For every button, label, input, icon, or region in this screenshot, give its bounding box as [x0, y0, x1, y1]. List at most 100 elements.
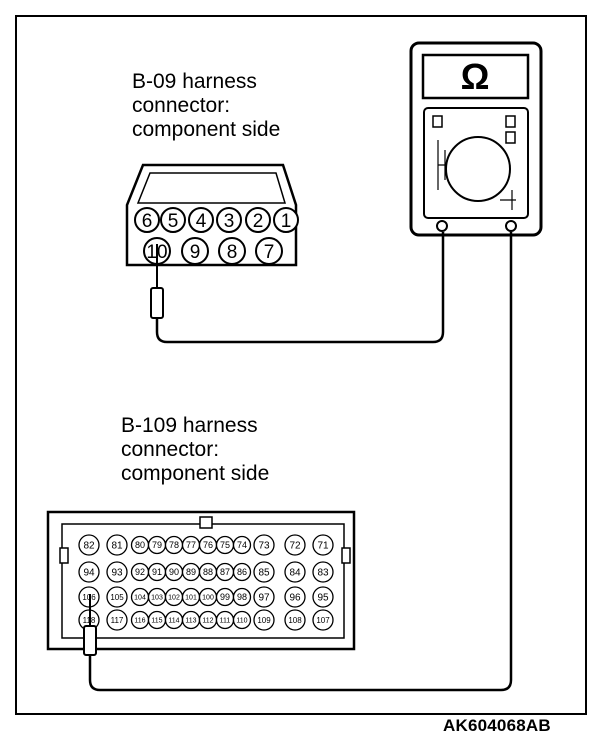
b109-pin-117-label: 117 [111, 616, 124, 625]
b09-pin-3-label: 3 [224, 211, 235, 232]
b109-pin-79-label: 79 [152, 540, 162, 550]
b09-label: B-09 harness connector: component side [132, 70, 280, 142]
b109-pin-73-label: 73 [258, 541, 270, 552]
b09-pin-4-circle [188, 207, 214, 233]
probe-b109 [83, 594, 97, 656]
b09-pin-4-label: 4 [196, 211, 207, 232]
b09-label-line-1: B-09 harness [132, 70, 257, 93]
b109-pin-110-label: 110 [236, 618, 247, 625]
b109-pin-83-label: 83 [317, 568, 329, 579]
b109-pin-98-label: 98 [237, 592, 247, 602]
b09-lock [136, 172, 287, 204]
b109-pin-87-label: 87 [220, 567, 230, 577]
b09-pin-3-circle [216, 207, 242, 233]
b109-latch-right [341, 547, 351, 564]
b109-pin-82-label: 82 [83, 541, 95, 552]
meter-dial [445, 136, 511, 202]
b109-pin-80-label: 80 [135, 540, 145, 550]
b09-label-line-2: connector: [132, 94, 231, 117]
b09-pin-7-circle [255, 237, 283, 265]
b109-pin-78-label: 78 [169, 540, 179, 550]
ohmmeter: Ω [409, 41, 543, 237]
b109-pin-86-circle [232, 562, 252, 582]
b109-pin-117-circle [106, 609, 128, 631]
b09-label-line-3: component side [132, 118, 281, 141]
b109-pin-81-circle [106, 534, 128, 556]
meter-switch-right-bottom [505, 131, 516, 144]
b09-pin-8-circle [218, 237, 246, 265]
b109-label-line-3: component side [121, 462, 270, 485]
b109-pin-86-label: 86 [237, 567, 247, 577]
figure-code: AK604068AB [443, 716, 551, 735]
b109-pin-94-label: 94 [83, 568, 95, 579]
b09-pin-9-label: 9 [190, 242, 201, 263]
b109-key [199, 516, 213, 529]
b109-pin-108-label: 108 [288, 616, 302, 625]
b109-pin-88-label: 88 [203, 567, 213, 577]
b109-pin-90-label: 90 [169, 567, 179, 577]
b09-pin-2-circle [245, 207, 271, 233]
meter-switch-left [432, 115, 443, 128]
b109-pin-108-circle [284, 609, 306, 631]
b109-pin-91-label: 91 [152, 567, 162, 577]
b109-pin-98-circle [232, 587, 252, 607]
b109-pin-76-label: 76 [203, 540, 213, 550]
b109-pin-82-circle [78, 534, 100, 556]
b09-pin-7-label: 7 [264, 242, 275, 263]
b09-pin-5-label: 5 [168, 211, 179, 232]
b109-pin-96-circle [284, 586, 306, 608]
b09-pin-5-circle [160, 207, 186, 233]
b109-pin-101-label: 101 [185, 595, 197, 602]
b109-pin-116-label: 116 [134, 618, 145, 625]
b109-pin-110-circle [232, 610, 252, 630]
b09-pin-8-label: 8 [227, 242, 238, 263]
b109-pin-93-circle [106, 561, 128, 583]
b109-pin-85-label: 85 [258, 568, 270, 579]
b109-pin-85-circle [253, 561, 275, 583]
b109-pin-73-circle [253, 534, 275, 556]
b109-pin-103-label: 103 [151, 595, 163, 602]
probe-b09-handle [150, 287, 164, 319]
probe-b09 [150, 244, 164, 319]
b109-pin-100-label: 100 [202, 595, 214, 602]
b109-pin-72-circle [284, 534, 306, 556]
b109-pin-109-circle [253, 609, 275, 631]
b109-pin-99-label: 99 [220, 592, 230, 602]
b109-pin-92-label: 92 [135, 567, 145, 577]
b109-pin-114-label: 114 [168, 618, 179, 625]
b109-pin-83-circle [312, 561, 334, 583]
b109-pin-97-circle [253, 586, 275, 608]
probe-wire-b109 [88, 232, 513, 692]
b109-pin-111-label: 111 [220, 618, 231, 625]
b109-pin-97-label: 97 [258, 593, 270, 604]
meter-ticks [437, 140, 516, 210]
b109-pin-107-label: 107 [316, 616, 330, 625]
meter-display [421, 53, 530, 100]
b109-pin-75-label: 75 [220, 540, 230, 550]
b09-pin-6-circle [134, 207, 160, 233]
b109-pin-105-label: 105 [110, 593, 124, 602]
b109-pin-72-label: 72 [289, 541, 301, 552]
probe-wire-b09 [155, 232, 445, 344]
b109-pin-71-circle [312, 534, 334, 556]
b109-pin-102-label: 102 [168, 595, 180, 602]
b109-pin-71-label: 71 [317, 541, 329, 552]
b109-pin-94-circle [78, 561, 100, 583]
b109-pin-74-circle [232, 535, 252, 555]
b109-pin-96-label: 96 [289, 593, 301, 604]
b109-pin-95-label: 95 [317, 593, 329, 604]
b109-pin-89-label: 89 [186, 567, 196, 577]
b09-pin-1-circle [273, 207, 299, 233]
b109-pin-84-label: 84 [289, 568, 301, 579]
b09-pin-9-circle [181, 237, 209, 265]
b109-pin-81-label: 81 [111, 541, 123, 552]
b109-latch-left [59, 547, 69, 564]
b109-pin-109-label: 109 [257, 616, 271, 625]
ohm-symbol: Ω [461, 56, 490, 97]
diagram-frame [15, 15, 587, 715]
